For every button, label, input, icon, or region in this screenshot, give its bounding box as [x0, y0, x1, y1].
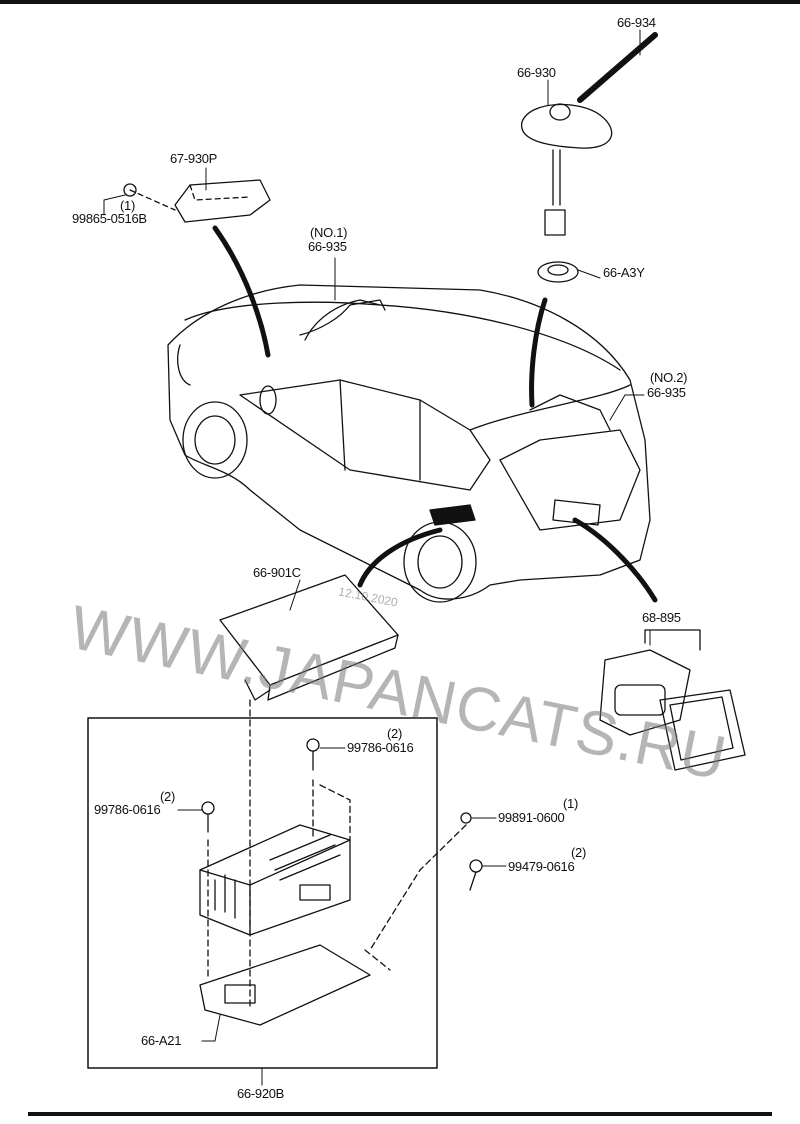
qty-99865: (1)	[120, 198, 135, 213]
part-label-66-A21: 66-A21	[141, 1033, 182, 1048]
part-label-99479-0616: 99479-0616	[508, 859, 575, 874]
feeder-no1	[304, 299, 381, 341]
part-label-67-930P: 67-930P	[170, 151, 218, 166]
amplifier	[199, 824, 351, 936]
leader-lamp	[572, 517, 658, 603]
assembly-box	[87, 717, 438, 1069]
leader-amp	[357, 527, 443, 588]
leader-antenna	[529, 297, 548, 408]
top-rule	[0, 0, 800, 4]
part-label-66-934: 66-934	[617, 15, 656, 30]
part-label-99891-0600: 99891-0600	[498, 810, 565, 825]
car-outline	[167, 284, 651, 603]
qty-99786-left: (2)	[160, 789, 175, 804]
part-label-99786-0616-upper: 99786-0616	[347, 740, 414, 755]
amp-cover	[219, 574, 399, 701]
label-leaders	[103, 29, 651, 1086]
qty-99479: (2)	[571, 845, 586, 860]
tailgate-module	[123, 179, 271, 223]
leader-tailgate	[212, 225, 271, 358]
qty-99786-upper: (2)	[387, 726, 402, 741]
bolts	[201, 738, 483, 981]
part-label-66-930: 66-930	[517, 65, 556, 80]
part-label-99865-0516B: 99865-0516B	[72, 211, 147, 226]
antenna	[521, 32, 658, 283]
part-label-66-A3Y: 66-A3Y	[603, 265, 645, 280]
part-label-66-920B: 66-920B	[237, 1086, 285, 1101]
part-label-99786-0616-left: 99786-0616	[94, 802, 161, 817]
license-lamp	[599, 629, 746, 771]
bottom-rule	[28, 1112, 772, 1116]
note-no2: (NO.2)	[650, 370, 688, 385]
note-no1: (NO.1)	[310, 225, 348, 240]
part-label-68-895: 68-895	[642, 610, 681, 625]
part-label-66-935-no2: 66-935	[647, 385, 686, 400]
bracket	[199, 944, 371, 1026]
part-label-66-901C: 66-901C	[253, 565, 301, 580]
part-label-66-935-no1: 66-935	[308, 239, 347, 254]
qty-99891: (1)	[563, 796, 578, 811]
